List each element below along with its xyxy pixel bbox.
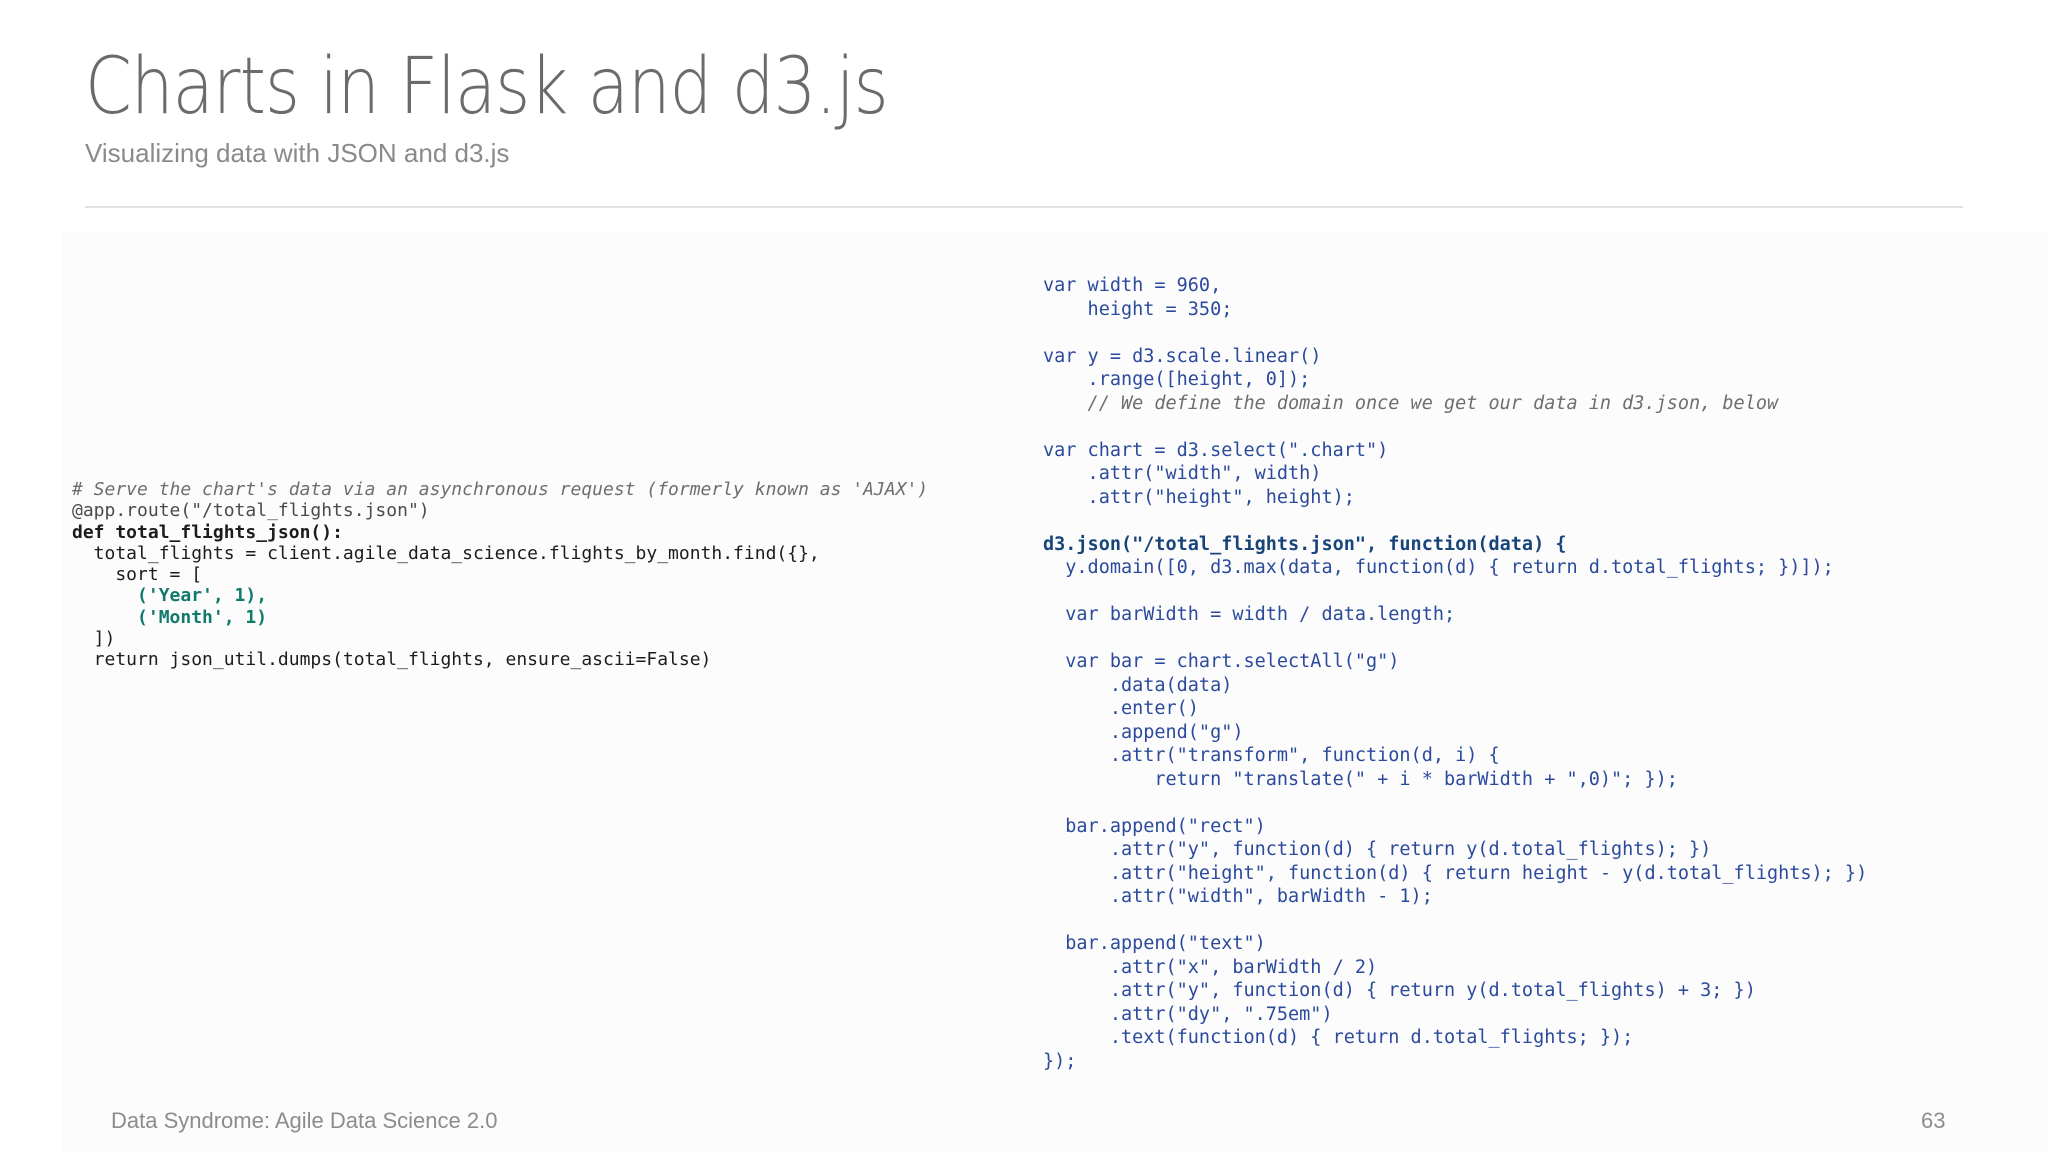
code-line: return "translate(" + i * barWidth + ",0… bbox=[1043, 768, 1678, 790]
code-line: sort = [ bbox=[72, 564, 203, 586]
code-line: .attr("y", function(d) { return y(d.tota… bbox=[1043, 980, 1756, 1001]
page-number: 63 bbox=[1921, 1108, 1946, 1133]
code-line: var bar = chart.selectAll("g") bbox=[1043, 651, 1400, 672]
code-line: bar.append("text") bbox=[1043, 933, 1266, 954]
code-line: .attr("transform", function(d, i) { bbox=[1043, 745, 1500, 766]
code-line: def total_flights_json(): bbox=[72, 521, 343, 543]
code-line: .attr("height", height); bbox=[1043, 486, 1355, 508]
code-line: var chart = d3.select(".chart") bbox=[1043, 439, 1389, 461]
code-line: d3.json("/total_flights.json", function(… bbox=[1043, 533, 1567, 555]
code-line: .attr("height", function(d) { return hei… bbox=[1043, 862, 1868, 884]
code-line: }); bbox=[1043, 1050, 1077, 1072]
code-line: .append("g") bbox=[1043, 721, 1244, 743]
code-line: total_flights = client.agile_data_scienc… bbox=[72, 542, 820, 564]
javascript-code-block: var width = 960, height = 350; var y = d… bbox=[1043, 274, 1867, 1073]
code-line: .attr("y", function(d) { return y(d.tota… bbox=[1043, 839, 1712, 860]
code-line: height = 350; bbox=[1043, 298, 1233, 320]
code-line: ]) bbox=[72, 628, 116, 650]
code-line: y.domain([0, d3.max(data, function(d) { … bbox=[1043, 557, 1834, 578]
code-line: bar.append("rect") bbox=[1043, 815, 1266, 837]
code-line: # Serve the chart's data via an asynchro… bbox=[72, 479, 929, 500]
footer-text: Data Syndrome: Agile Data Science 2.0 bbox=[111, 1108, 498, 1133]
code-line: var y = d3.scale.linear() bbox=[1043, 345, 1322, 367]
code-line: .attr("x", barWidth / 2) bbox=[1043, 956, 1378, 978]
code-line: return json_util.dumps(total_flights, en… bbox=[72, 649, 712, 671]
code-line: var width = 960, bbox=[1043, 275, 1222, 296]
code-line: var barWidth = width / data.length; bbox=[1043, 604, 1456, 625]
code-line: .enter() bbox=[1043, 698, 1199, 719]
code-line: ('Month', 1) bbox=[72, 606, 268, 628]
code-line: // We define the domain once we get our … bbox=[1043, 392, 1779, 414]
code-line: .attr("width", barWidth - 1); bbox=[1043, 886, 1433, 907]
slide-title: Charts in Flask and d3.js bbox=[85, 42, 889, 132]
code-line: .text(function(d) { return d.total_fligh… bbox=[1043, 1027, 1634, 1048]
code-line: @app.route("/total_flights.json") bbox=[72, 500, 430, 522]
title-divider bbox=[85, 206, 1963, 208]
slide-content-background bbox=[62, 232, 2048, 1152]
code-line: ('Year', 1), bbox=[72, 585, 268, 607]
code-line: .attr("width", width) bbox=[1043, 463, 1322, 484]
code-line: .attr("dy", ".75em") bbox=[1043, 1003, 1333, 1025]
slide-subtitle: Visualizing data with JSON and d3.js bbox=[85, 138, 510, 168]
code-line: .data(data) bbox=[1043, 674, 1233, 696]
code-line: .range([height, 0]); bbox=[1043, 369, 1311, 390]
python-code-block: # Serve the chart's data via an asynchro… bbox=[72, 479, 928, 671]
